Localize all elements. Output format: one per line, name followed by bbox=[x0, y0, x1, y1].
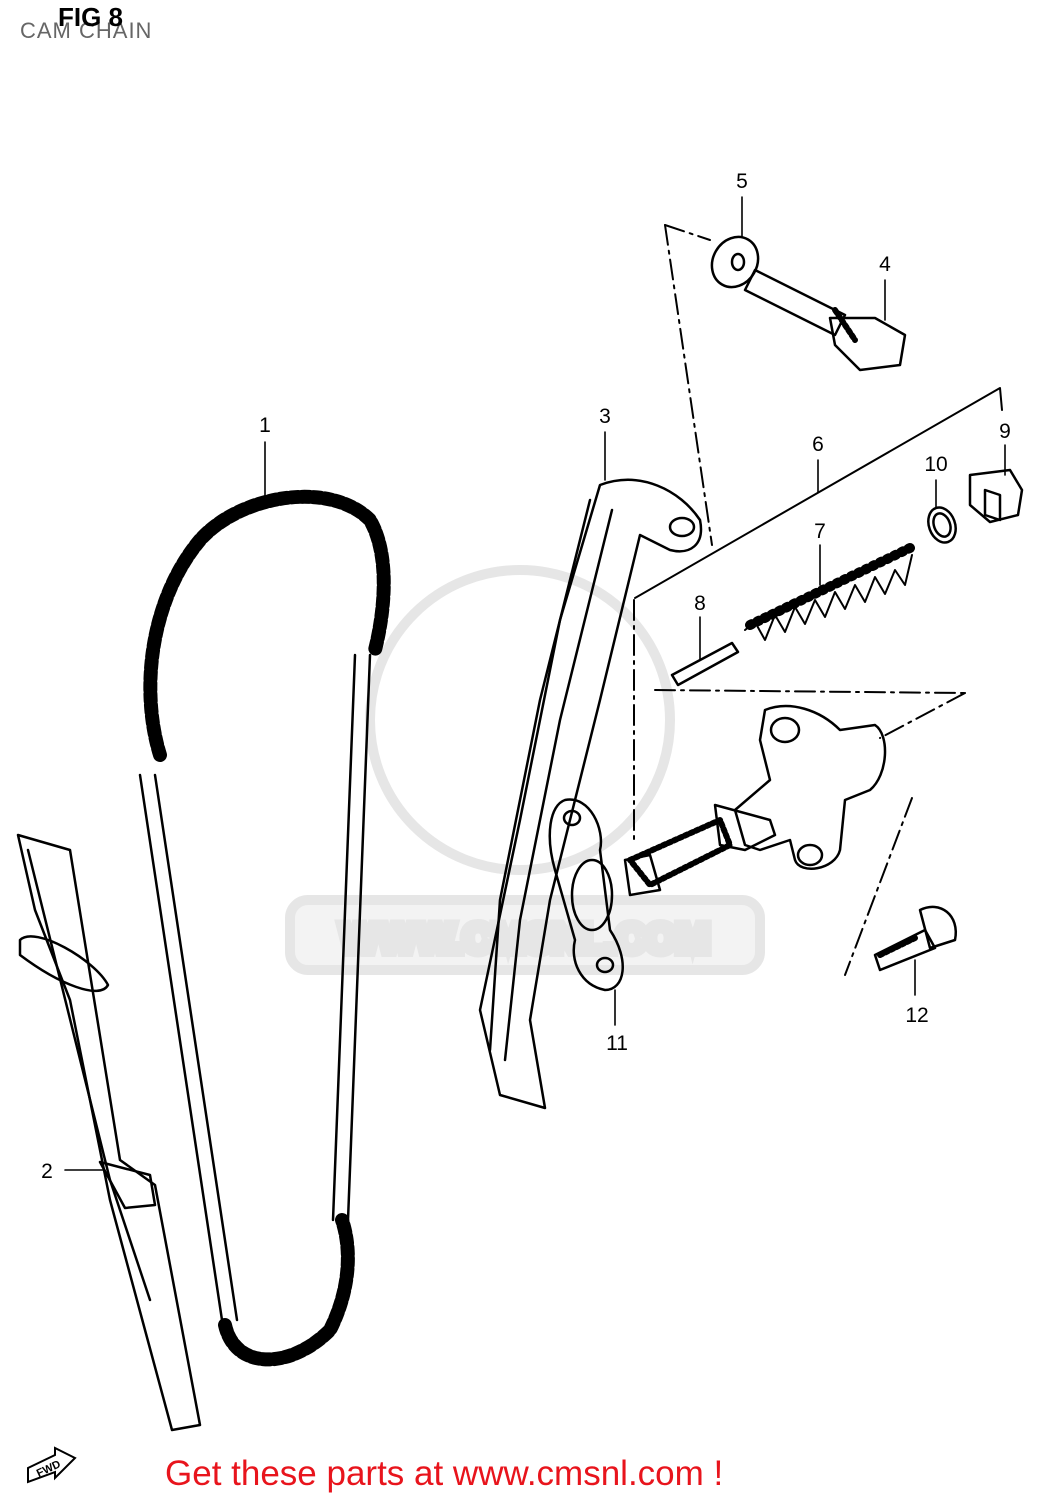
forward-direction-marker: FWD bbox=[27, 1446, 77, 1484]
watermark: WWW.CMSNL.COM bbox=[285, 565, 765, 975]
tensioner-adjuster-body bbox=[623, 704, 887, 897]
diagram-subtitle: CAM CHAIN bbox=[20, 18, 153, 43]
o-ring bbox=[927, 506, 957, 544]
watermark-mascot-circle bbox=[365, 565, 675, 875]
chain-tensioner-arm bbox=[478, 478, 703, 1110]
tensioner-cap-bolt bbox=[968, 468, 1024, 524]
callout-4: 4 bbox=[879, 253, 891, 276]
o-ring-inner bbox=[932, 512, 952, 538]
callout-1: 1 bbox=[259, 414, 271, 437]
callout-9: 9 bbox=[999, 420, 1011, 443]
watermark-text: WWW.CMSNL.COM bbox=[341, 917, 710, 961]
washer bbox=[710, 235, 760, 289]
callout-numbers: 1 2 3 4 5 6 7 8 9 10 11 12 bbox=[41, 170, 1011, 1183]
callout-leaders bbox=[64, 196, 1006, 1171]
tensioner-mounting-bolt bbox=[873, 905, 958, 972]
figure-label: FIG 8 bbox=[58, 2, 124, 32]
callout-12: 12 bbox=[905, 1004, 928, 1027]
callout-11: 11 bbox=[606, 1032, 628, 1055]
fwd-arrow-icon bbox=[27, 1446, 77, 1484]
callout-3: 3 bbox=[599, 405, 611, 428]
cam-chain-guide bbox=[16, 833, 202, 1432]
tensioner-arm-bolt bbox=[743, 268, 907, 372]
cam-chain bbox=[138, 489, 391, 1367]
callout-10: 10 bbox=[924, 453, 947, 476]
fwd-label: FWD bbox=[35, 1458, 63, 1479]
footer-parts-link[interactable]: Get these parts at www.cmsnl.com ! bbox=[165, 1454, 724, 1493]
callout-7: 7 bbox=[814, 520, 826, 543]
tensioner-pin bbox=[670, 641, 740, 687]
callout-8: 8 bbox=[694, 592, 706, 615]
tensioner-spring bbox=[744, 543, 915, 641]
tensioner-set-bracket bbox=[634, 387, 1003, 599]
tensioner-gasket bbox=[548, 798, 624, 992]
callout-6: 6 bbox=[812, 433, 824, 456]
callout-5: 5 bbox=[736, 170, 748, 193]
assembly-center-lines bbox=[633, 224, 966, 976]
callout-2: 2 bbox=[41, 1160, 53, 1183]
